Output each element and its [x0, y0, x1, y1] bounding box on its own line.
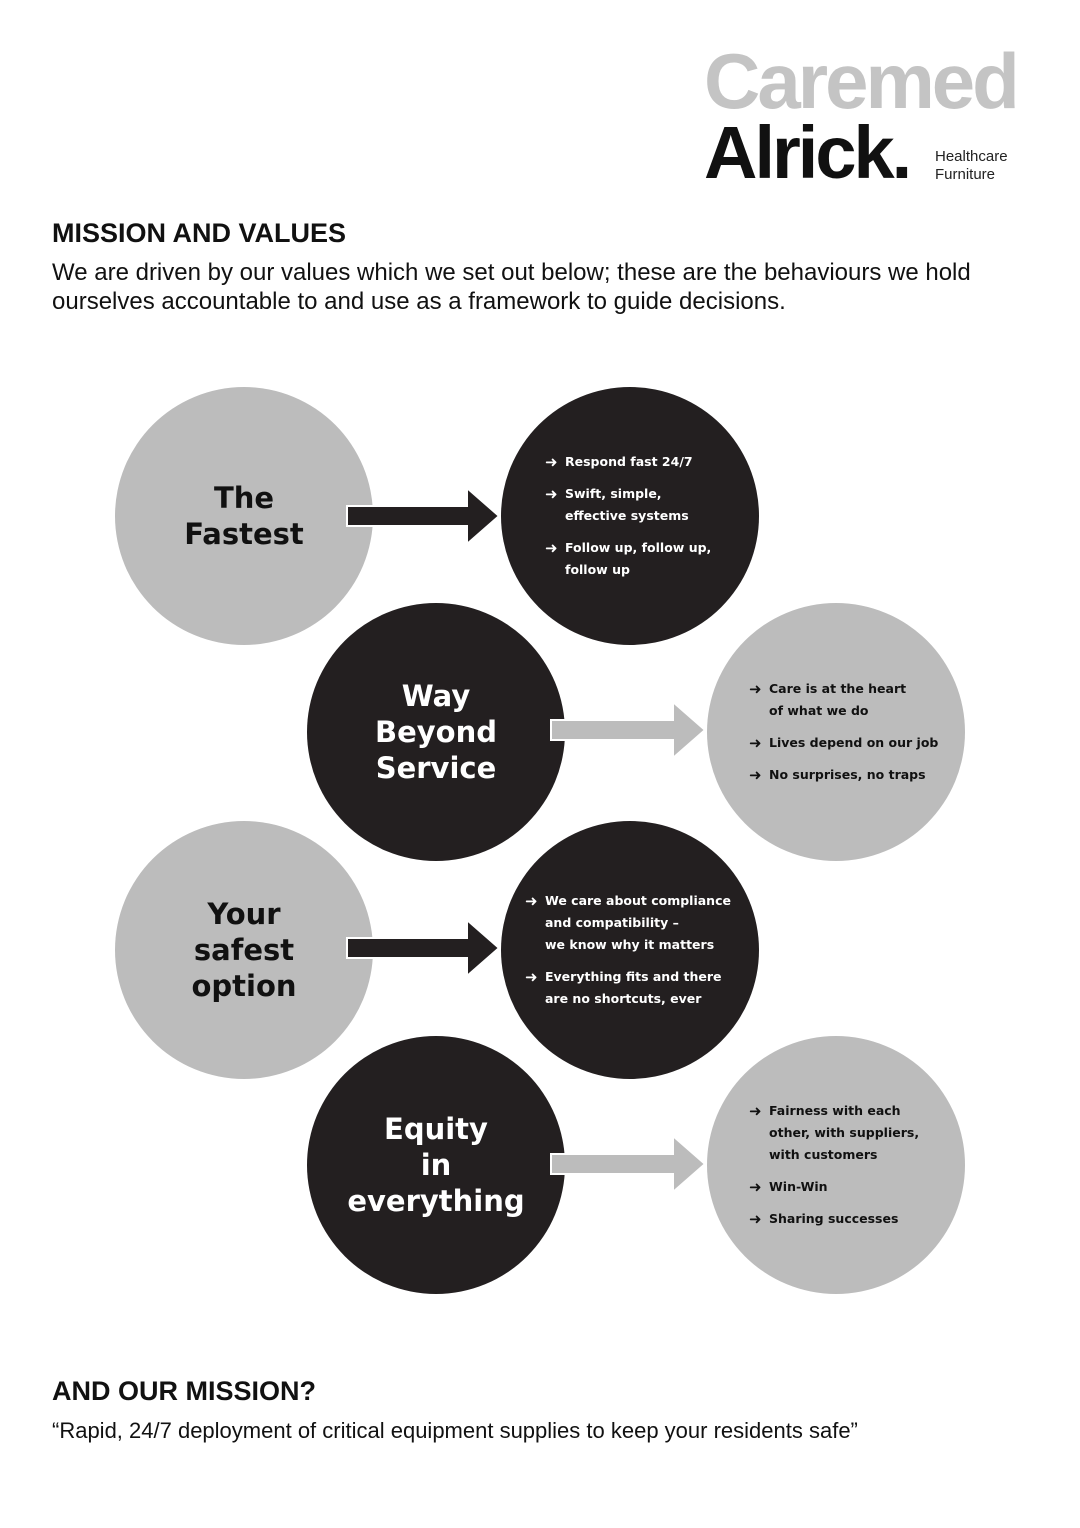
- point-line: Follow up, follow up,: [565, 540, 712, 555]
- value-title-line: Your: [207, 897, 281, 931]
- point-line: of what we do: [769, 703, 869, 718]
- logo-alrick: Alrick.: [704, 111, 912, 194]
- points-circle-way-beyond-service: ➜ Care is at the heart of what we do ➜ L…: [707, 603, 965, 861]
- value-title-line: Way: [401, 679, 471, 713]
- arrow-right-icon: [550, 700, 707, 760]
- intro-text: We are driven by our values which we set…: [52, 259, 971, 315]
- logo-tagline-line: Furniture: [935, 166, 996, 183]
- point-line: Respond fast 24/7: [565, 454, 693, 469]
- point-line: follow up: [565, 562, 630, 577]
- value-title: Way Beyond Service: [375, 678, 497, 786]
- point-line: other, with suppliers,: [769, 1125, 920, 1140]
- arrow-right-icon: [346, 486, 501, 546]
- arrow-right-icon: [346, 918, 501, 978]
- arrow-right-icon: ➜: [749, 1178, 762, 1196]
- arrow-right-icon: ➜: [545, 453, 558, 471]
- point-line: Everything fits and there: [545, 969, 722, 984]
- arrow-right-icon: ➜: [749, 734, 762, 752]
- value-title: The Fastest: [184, 480, 304, 552]
- arrow-right-icon: ➜: [545, 485, 558, 503]
- arrow-right-icon: ➜: [749, 1210, 762, 1228]
- arrow-right-icon: ➜: [749, 766, 762, 784]
- value-title-line: option: [191, 969, 297, 1003]
- list-item: ➜ Swift, simple, effective systems: [545, 483, 739, 527]
- arrow-right-icon: ➜: [749, 680, 762, 698]
- value-title-line: Beyond: [374, 715, 497, 749]
- logo-tagline: Healthcare Furniture: [935, 148, 1008, 184]
- value-title-line: safest: [193, 933, 295, 967]
- value-circle-equity: Equity in everything: [307, 1036, 565, 1294]
- value-title-line: Service: [375, 751, 497, 785]
- arrow-right-icon: ➜: [525, 968, 538, 986]
- value-title-line: everything: [347, 1184, 525, 1218]
- list-item: ➜ Sharing successes: [749, 1208, 949, 1230]
- value-title-line: in: [420, 1148, 452, 1182]
- list-item: ➜ Lives depend on our job: [749, 732, 947, 754]
- point-line: Lives depend on our job: [769, 735, 939, 750]
- arrow-right-icon: ➜: [749, 1102, 762, 1120]
- point-line: Sharing successes: [769, 1211, 899, 1226]
- points-circle-equity: ➜ Fairness with each other, with supplie…: [707, 1036, 965, 1294]
- arrow-right-icon: ➜: [525, 892, 538, 910]
- list-item: ➜ Respond fast 24/7: [545, 451, 739, 473]
- point-line: with customers: [769, 1147, 878, 1162]
- arrow-right-icon: ➜: [545, 539, 558, 557]
- list-item: ➜ Care is at the heart of what we do: [749, 678, 947, 722]
- mission-values-heading: MISSION AND VALUES: [52, 218, 347, 248]
- point-line: We care about compliance: [545, 893, 731, 908]
- mission-quote: “Rapid, 24/7 deployment of critical equi…: [52, 1418, 858, 1443]
- point-line: Swift, simple,: [565, 486, 662, 501]
- list-item: ➜ Everything fits and there are no short…: [525, 966, 743, 1010]
- value-title-line: The: [213, 481, 275, 515]
- list-item: ➜ Follow up, follow up, follow up: [545, 537, 739, 581]
- value-circle-fastest: The Fastest: [115, 387, 373, 645]
- point-line: Win-Win: [769, 1179, 828, 1194]
- point-line: we know why it matters: [545, 937, 715, 952]
- value-circle-safest-option: Your safest option: [115, 821, 373, 1079]
- logo-caremed: Caremed: [704, 37, 1020, 125]
- points-circle-fastest: ➜ Respond fast 24/7 ➜ Swift, simple, eff…: [501, 387, 759, 645]
- value-title: Equity in everything: [347, 1111, 524, 1219]
- value-title-line: Equity: [384, 1112, 488, 1146]
- point-line: No surprises, no traps: [769, 767, 926, 782]
- point-line: are no shortcuts, ever: [545, 991, 702, 1006]
- value-title-line: Fastest: [184, 517, 304, 551]
- value-title: Your safest option: [191, 896, 296, 1004]
- point-line: effective systems: [565, 508, 689, 523]
- logo-tagline-line: Healthcare: [935, 148, 1008, 165]
- points-circle-safest-option: ➜ We care about compliance and compatibi…: [501, 821, 759, 1079]
- our-mission-heading: AND OUR MISSION?: [52, 1376, 317, 1406]
- arrow-right-icon: [550, 1134, 707, 1194]
- list-item: ➜ No surprises, no traps: [749, 764, 947, 786]
- point-line: Care is at the heart: [769, 681, 907, 696]
- list-item: ➜ Fairness with each other, with supplie…: [749, 1100, 949, 1166]
- value-circle-way-beyond-service: Way Beyond Service: [307, 603, 565, 861]
- list-item: ➜ We care about compliance and compatibi…: [525, 890, 743, 956]
- point-line: Fairness with each: [769, 1103, 901, 1118]
- point-line: and compatibility –: [545, 915, 679, 930]
- list-item: ➜ Win-Win: [749, 1176, 949, 1198]
